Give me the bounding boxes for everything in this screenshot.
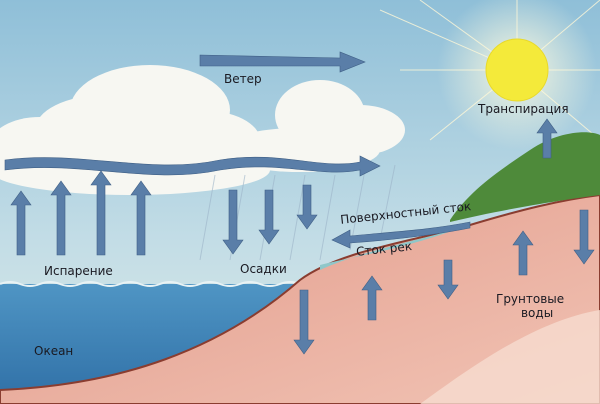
evaporation-arrows — [10, 170, 152, 256]
label-wind: Ветер — [224, 72, 262, 86]
groundwater-arrows — [293, 209, 595, 355]
label-evaporation: Испарение — [44, 264, 113, 278]
rain — [199, 164, 396, 261]
label-groundwater: Грунтовые воды — [496, 292, 564, 320]
arrows — [4, 51, 595, 355]
transpiration-arrow — [536, 118, 558, 159]
label-precipitation: Осадки — [240, 262, 287, 276]
cloud-flow-arrow — [4, 155, 381, 177]
label-transpiration: Транспирация — [478, 102, 569, 116]
wind-arrow — [199, 51, 366, 73]
river — [320, 228, 460, 270]
label-groundwater-line1: Грунтовые — [496, 292, 565, 306]
surface-runoff-arrow — [331, 221, 471, 249]
land-light — [420, 310, 600, 404]
label-groundwater-line2: воды — [520, 306, 554, 320]
vegetation — [450, 132, 600, 222]
sun — [485, 38, 549, 102]
label-ocean: Океан — [34, 344, 74, 358]
ocean-waves — [0, 281, 301, 287]
precipitation-arrows — [222, 184, 318, 255]
